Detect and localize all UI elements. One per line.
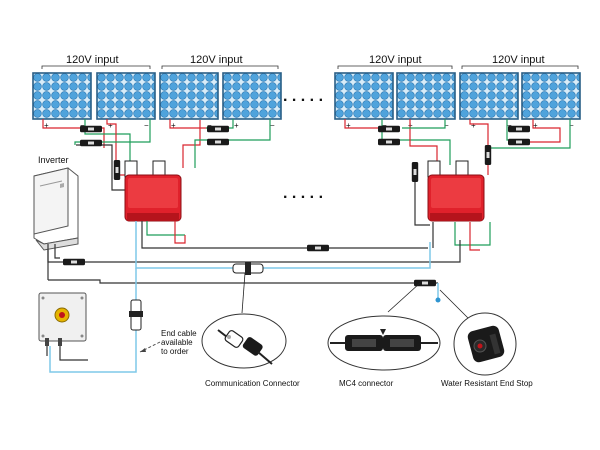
mc4-connector-icon [508, 138, 530, 146]
micro-inverter-left [124, 160, 182, 222]
end-cable-line-1: End cable [161, 329, 197, 338]
communication-connector-label: Communication Connector [205, 379, 300, 388]
end-stop-icon [467, 325, 505, 363]
panel-minus: − [270, 121, 275, 130]
end-stop-node [435, 297, 441, 303]
communication-connector-icon [217, 329, 273, 365]
mc4-connector-icon [80, 125, 102, 133]
group-4-input-label: 120V input [492, 54, 545, 66]
solar-panel-icon [334, 72, 394, 120]
panel-minus: − [507, 121, 512, 130]
end-cable-arrow [139, 341, 161, 353]
group-2-input-label: 120V input [190, 54, 243, 66]
group-1-input-label: 120V input [66, 54, 119, 66]
callout-lines [241, 272, 471, 321]
panel-plus: + [346, 121, 351, 130]
mc4-connector-icon [484, 145, 492, 165]
inverter-label: Inverter [38, 155, 69, 165]
communication-connector-callout [201, 313, 287, 369]
mc4-connector-icon [378, 125, 400, 133]
end-cable-line-2: available [161, 338, 193, 347]
end-stop-label: Water Resistant End Stop [441, 379, 533, 388]
mc4-connector-icon [378, 138, 400, 146]
mc4-connector-icon [113, 160, 121, 180]
solar-panel-icon [159, 72, 219, 120]
solar-panel-icon [521, 72, 581, 120]
micro-inverter-right [427, 160, 485, 222]
panel-plus: + [234, 121, 239, 130]
end-stop-callout [453, 312, 517, 376]
mc4-connector-label: MC4 connector [339, 379, 394, 388]
ac-trunk-wiring [47, 221, 491, 284]
end-cable-line-3: to order [161, 347, 189, 356]
group-brackets [41, 65, 579, 69]
ellipsis-middle: . . . . . [283, 185, 323, 202]
panel-minus: − [444, 121, 449, 130]
mc4-connector-icon [330, 329, 438, 351]
end-cable-plug [129, 299, 143, 331]
panel-minus: − [382, 121, 387, 130]
solar-panel-icon [96, 72, 156, 120]
panel-minus: − [144, 121, 149, 130]
panel-plus: + [471, 121, 476, 130]
inverter-wiring [47, 244, 60, 280]
mc4-connector-icon [207, 125, 229, 133]
panel-terminals: + − + − + − + − + − + − + − + − [44, 121, 574, 130]
panel-plus: + [44, 121, 49, 130]
junction-box-icon [38, 292, 87, 346]
solar-panel-icon [32, 72, 92, 120]
communication-connector-inline [232, 262, 264, 275]
mc4-connector-callout [327, 315, 441, 371]
panel-plus: + [108, 121, 113, 130]
junction-wiring [46, 346, 88, 361]
panel-minus: − [207, 121, 212, 130]
mc4-connector-icon [80, 139, 102, 147]
communication-cable [49, 221, 439, 373]
solar-panel-icon [396, 72, 456, 120]
panel-plus: + [533, 121, 538, 130]
mc4-connector-icon [207, 138, 229, 146]
mc4-connector-icon [508, 125, 530, 133]
mc4-connector-icon [411, 162, 419, 182]
inverter-icon [33, 167, 79, 251]
mc4-connector-icon [63, 258, 85, 266]
micro-inverter-icon [427, 160, 485, 222]
solar-panel-icon [459, 72, 519, 120]
panel-plus: + [171, 121, 176, 130]
solar-panel-icon [222, 72, 282, 120]
mc4-connector-icon [307, 244, 329, 252]
micro-inverter-icon [124, 160, 182, 222]
panel-minus: − [569, 121, 574, 130]
panel-minus: − [80, 121, 85, 130]
ellipsis-top: . . . . . [283, 88, 323, 105]
group-3-input-label: 120V input [369, 54, 422, 66]
